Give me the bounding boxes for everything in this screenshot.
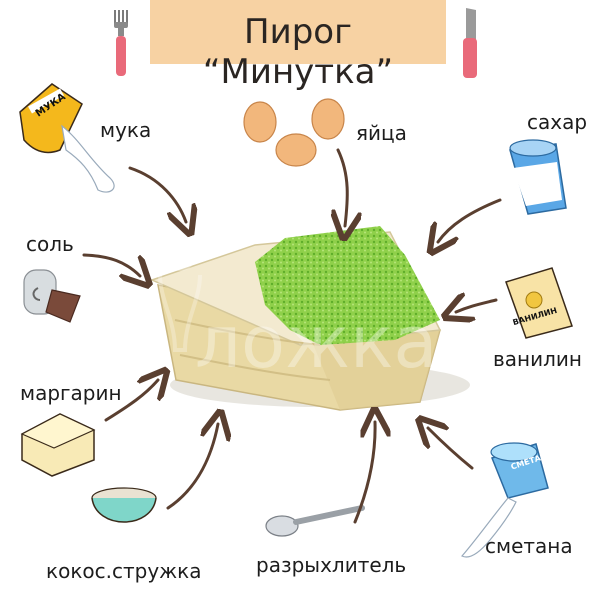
arrow-baking-powder [353, 422, 375, 524]
title-banner: Пирог “Минутка” [150, 0, 446, 92]
fork-icon [114, 10, 128, 76]
arrow-vanillin [456, 300, 498, 312]
arrow-sour-cream [428, 428, 474, 470]
cake-image [149, 226, 442, 411]
vanillin-packet-icon [505, 267, 573, 339]
sugar-jar-icon [509, 139, 567, 215]
label-margarine: маргарин [20, 381, 122, 405]
label-salt: соль [26, 232, 74, 256]
label-sour-cream: сметана [485, 534, 573, 558]
sour-cream-cup-icon [461, 442, 549, 558]
knife-icon [463, 8, 477, 78]
coconut-bowl-icon [91, 487, 157, 523]
label-baking-powder: разрыхлитель [256, 553, 407, 577]
arrow-margarine [104, 380, 158, 422]
arrow-salt [82, 253, 140, 276]
page-title: Пирог “Минутка” [202, 12, 394, 92]
label-vanillin: ванилин [493, 347, 582, 371]
arrow-sugar [438, 198, 502, 242]
eggs-icon [243, 98, 345, 167]
label-sugar: сахар [527, 110, 588, 134]
label-flour: мука [100, 118, 152, 142]
arrow-eggs [338, 148, 347, 226]
measuring-spoon-icon [265, 505, 365, 537]
flour-bag-icon [19, 83, 115, 193]
label-eggs: яйца [356, 121, 407, 145]
watermark-text: ложка [195, 300, 438, 384]
arrow-flour [128, 166, 186, 222]
label-coconut: кокос.стружка [46, 559, 202, 583]
margarine-block-icon [20, 413, 96, 477]
arrow-coconut [166, 424, 218, 510]
salt-shaker-icon [23, 269, 81, 323]
